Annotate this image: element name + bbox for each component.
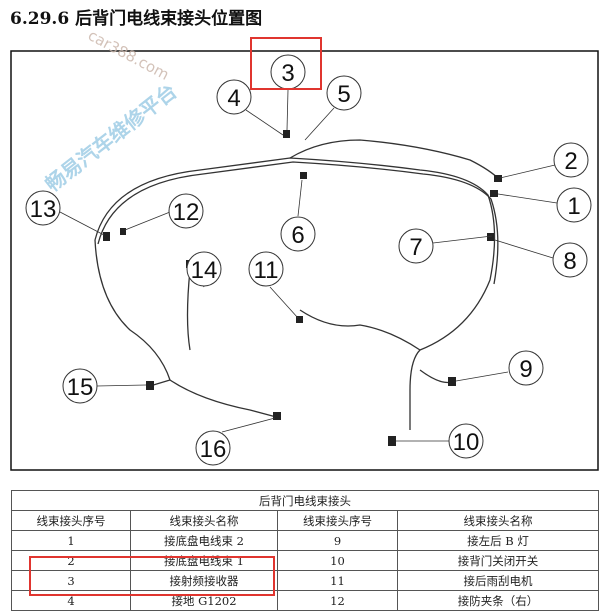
table-cell: 10 [277,550,398,571]
svg-text:6: 6 [291,222,304,249]
svg-text:1: 1 [567,193,580,220]
col-header: 线束接头名称 [397,510,599,531]
svg-text:12: 12 [173,199,200,226]
svg-text:7: 7 [409,234,422,261]
col-header: 线束接头序号 [11,510,131,531]
svg-text:11: 11 [254,257,279,284]
svg-text:8: 8 [563,248,576,275]
svg-text:9: 9 [519,356,532,383]
callout-15: 15 [62,368,98,404]
svg-text:13: 13 [30,196,57,223]
svg-text:5: 5 [337,81,350,108]
svg-text:16: 16 [200,436,227,463]
svg-text:14: 14 [191,257,218,284]
table-cell: 接底盘电线束 2 [130,530,278,551]
section-title: 6.29.6 后背门电线束接头位置图 [10,9,263,29]
harness-diagram: 1 2 3 4 5 6 7 8 9 10 11 12 13 14 15 16 [10,50,599,471]
table-cell: 接后雨刮电机 [397,570,599,591]
callout-8: 8 [552,242,588,278]
callout-5: 5 [326,75,362,111]
callout-6: 6 [280,216,316,252]
table-caption: 后背门电线束接头 [11,490,599,511]
callout-1: 1 [556,187,592,223]
col-header: 线束接头名称 [130,510,278,531]
callout-16: 16 [195,430,231,466]
callout-2: 2 [553,142,589,178]
callout-12: 12 [168,193,204,229]
callout-14: 14 [186,251,222,287]
svg-text:4: 4 [227,85,240,112]
table-cell: 1 [11,530,131,551]
highlight-box-row-3 [29,556,275,596]
table-cell: 接防夹条（右） [397,590,599,611]
table-cell: 9 [277,530,398,551]
svg-text:2: 2 [564,148,577,175]
callout-3: 3 [270,54,306,90]
col-header: 线束接头序号 [277,510,398,531]
svg-text:10: 10 [453,429,480,456]
table-cell: 12 [277,590,398,611]
callout-10: 10 [448,423,484,459]
highlight-box-callout-3 [250,37,322,90]
svg-text:3: 3 [281,60,294,87]
callout-9: 9 [508,350,544,386]
callout-4: 4 [216,79,252,115]
callout-7: 7 [398,228,434,264]
callout-13: 13 [25,190,61,226]
diagram-frame [10,50,599,471]
svg-text:15: 15 [67,374,94,401]
callout-11: 11 [248,251,284,287]
table-cell: 11 [277,570,398,591]
harness-wires [94,139,501,430]
table-cell: 接背门关闭开关 [397,550,599,571]
table-cell: 接左后 B 灯 [397,530,599,551]
leader-lines [59,89,558,442]
